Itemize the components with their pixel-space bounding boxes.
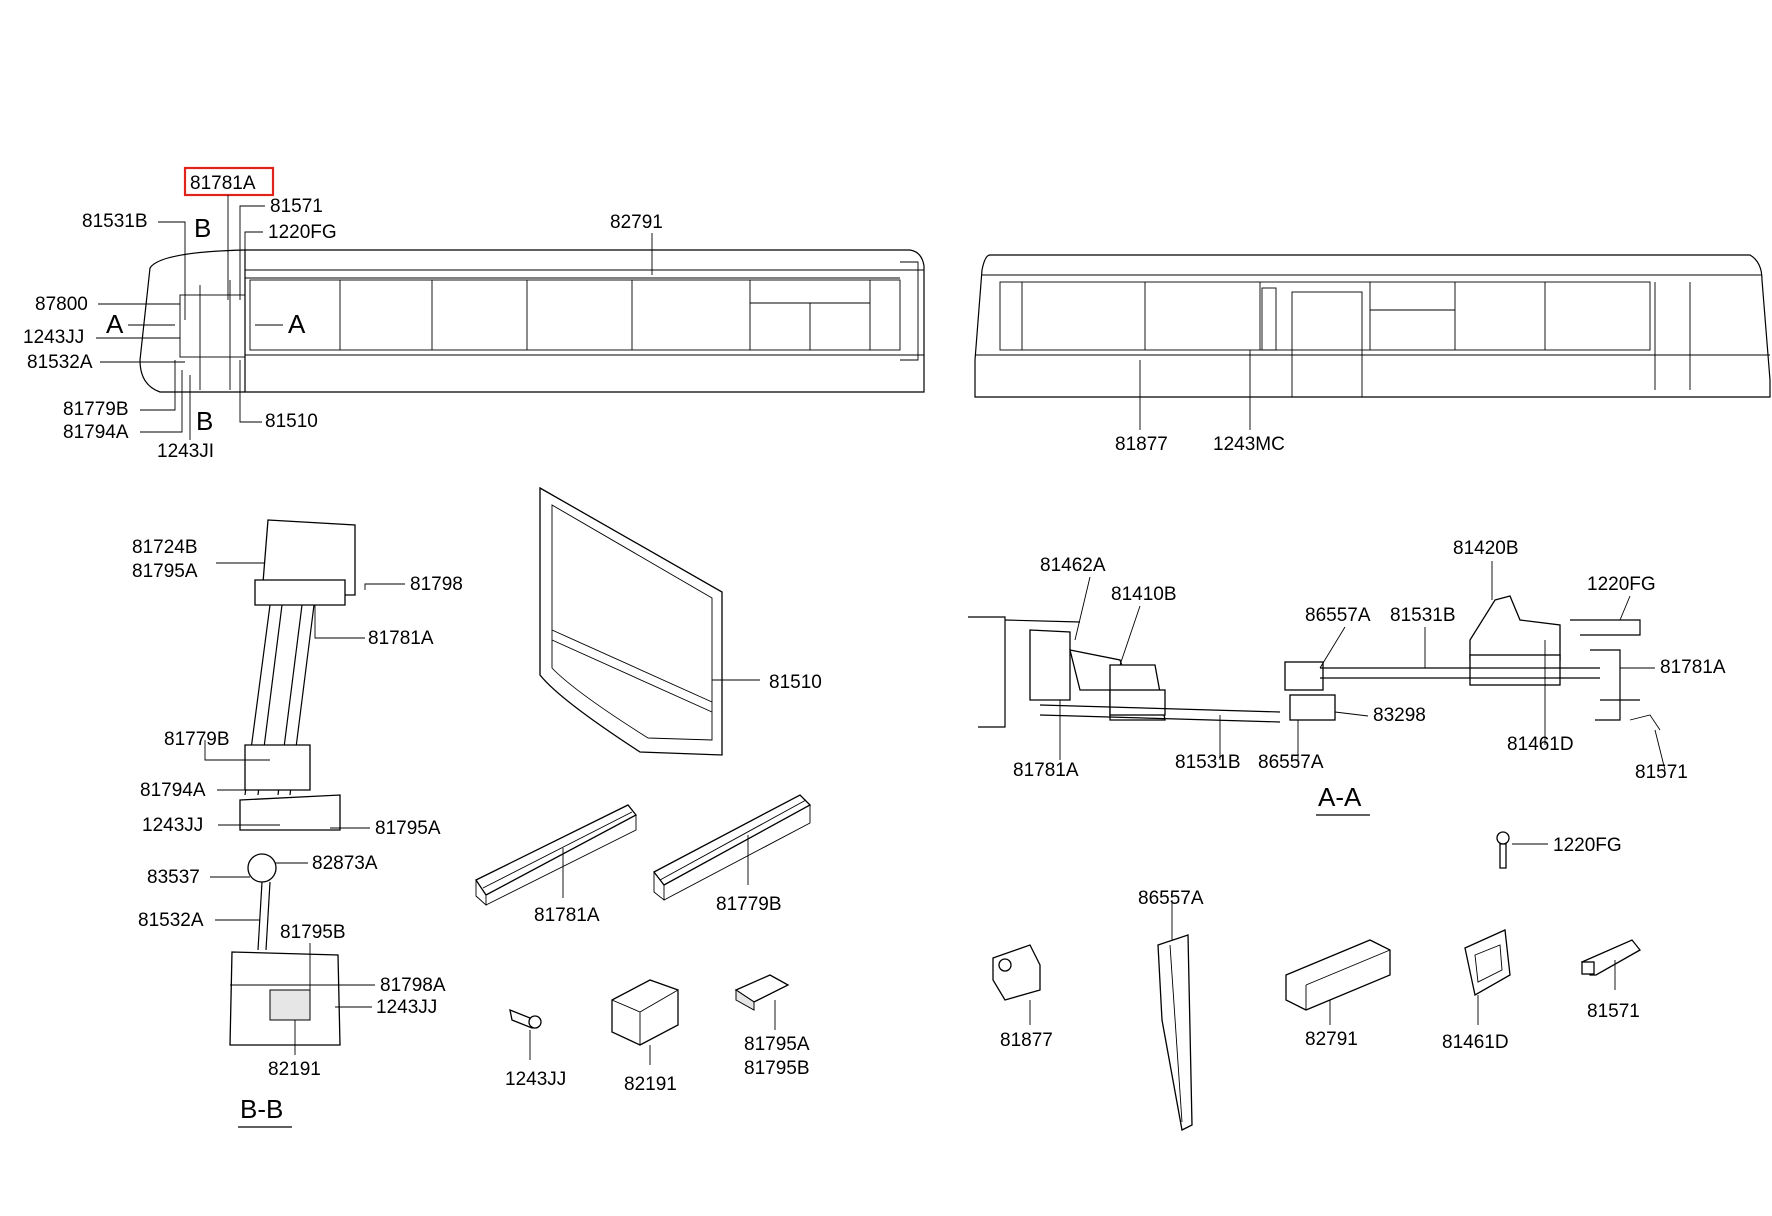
section-mark-b-top: B (194, 213, 211, 243)
label-1243MC: 1243MC (1213, 434, 1285, 455)
pad-81795: 81795A 81795B (734, 974, 810, 1079)
aa-81462A: 81462A (1040, 555, 1106, 576)
aa-81410B: 81410B (1111, 584, 1177, 605)
bb-81724B: 81724B (132, 537, 198, 558)
bb-1243JJ-bottom: 1243JJ (376, 997, 437, 1018)
aa-81571: 81571 (1635, 762, 1688, 783)
section-bb-title: B-B (240, 1094, 283, 1124)
section-bb-labels: 81724B 81795A 81798 81781A 81779B 81794A… (132, 537, 463, 1128)
label-81779B: 81779B (63, 399, 129, 420)
label-1220FG: 1220FG (268, 222, 337, 243)
label-81510: 81510 (265, 411, 318, 432)
bb-81795B: 81795B (280, 922, 346, 943)
label-81794A: 81794A (63, 422, 129, 443)
bracket-81461D: 81461D (1442, 929, 1511, 1053)
aa-81531B-top: 81531B (1390, 605, 1456, 626)
block-82191: 82191 (611, 979, 679, 1095)
screw-1220FG: 1220FG (1496, 831, 1622, 869)
section-aa-title: A-A (1318, 782, 1362, 812)
label-81779B-rail: 81779B (716, 894, 782, 915)
label-82191-block: 82191 (624, 1074, 677, 1095)
aa-1220FG: 1220FG (1587, 574, 1656, 595)
label-81510-window: 81510 (769, 672, 822, 693)
aa-81461D: 81461D (1507, 734, 1574, 755)
label-81877-clip: 81877 (1000, 1030, 1053, 1051)
bb-1243JJ-mid: 1243JJ (142, 815, 203, 836)
bb-81794A: 81794A (140, 780, 206, 801)
label-1243JI: 1243JI (157, 441, 214, 462)
aa-81531B-bottom: 81531B (1175, 752, 1241, 773)
highlight-box (183, 166, 275, 197)
label-81781A-rail: 81781A (534, 905, 600, 926)
label-1243JJ: 1243JJ (23, 327, 84, 348)
bar-82791: 82791 (1285, 939, 1391, 1050)
label-81532A: 81532A (27, 352, 93, 373)
section-mark-b-bottom: B (196, 406, 213, 436)
label-81795A-pad: 81795A (744, 1034, 810, 1055)
window-part: 81510 (539, 486, 822, 756)
label-1220FG-screw: 1220FG (1553, 835, 1622, 856)
bb-82873A: 82873A (312, 853, 378, 874)
section-bb-drawing (229, 519, 356, 1046)
aa-83298: 83298 (1373, 705, 1426, 726)
label-81795B-pad: 81795B (744, 1058, 810, 1079)
section-mark-a-left: A (106, 309, 124, 339)
aa-86557A-bottom: 86557A (1258, 752, 1324, 773)
bb-81795A-top: 81795A (132, 561, 198, 582)
label-81571-hook: 81571 (1587, 1001, 1640, 1022)
label-81877: 81877 (1115, 434, 1168, 455)
label-82791-bar: 82791 (1305, 1029, 1358, 1050)
strip-86557A: 86557A (1138, 888, 1204, 1131)
label-81571: 81571 (270, 196, 323, 217)
aa-86557A-top: 86557A (1305, 605, 1371, 626)
label-87800: 87800 (35, 294, 88, 315)
screw-1243JJ: 1243JJ (505, 1008, 566, 1090)
bb-81795A-mid: 81795A (375, 818, 441, 839)
section-aa-labels: 81420B 81462A 81410B 1220FG 86557A 81531… (1013, 538, 1726, 816)
rail-81779B: 81779B (653, 794, 812, 915)
bb-82191: 82191 (268, 1059, 321, 1080)
bb-81532A: 81532A (138, 910, 204, 931)
hook-81571: 81571 (1581, 939, 1641, 1022)
bb-81781A: 81781A (368, 628, 434, 649)
label-82791: 82791 (610, 212, 663, 233)
bus-right-labels: 81877 1243MC (1115, 434, 1285, 455)
aa-81781A-left: 81781A (1013, 760, 1079, 781)
bb-81779B: 81779B (164, 729, 230, 750)
section-mark-a-right: A (288, 309, 306, 339)
label-81781A-highlight: 81781A (190, 173, 256, 194)
label-81461D-bracket: 81461D (1442, 1032, 1509, 1053)
bus-left-labels: 81781A 81571 1220FG 81531B 82791 87800 1… (23, 166, 663, 462)
aa-81781A-right: 81781A (1660, 657, 1726, 678)
aa-81420B: 81420B (1453, 538, 1519, 559)
bb-81798A: 81798A (380, 975, 446, 996)
bb-81798: 81798 (410, 574, 463, 595)
bus-left-view (139, 249, 925, 393)
section-aa-drawing (968, 595, 1661, 731)
bb-83537: 83537 (147, 867, 200, 888)
bus-right-view (974, 254, 1771, 430)
clip-81877: 81877 (992, 944, 1053, 1051)
label-81531B: 81531B (82, 211, 148, 232)
label-86557A-strip: 86557A (1138, 888, 1204, 909)
label-1243JJ-screw: 1243JJ (505, 1069, 566, 1090)
rail-81781A: 81781A (475, 804, 637, 926)
